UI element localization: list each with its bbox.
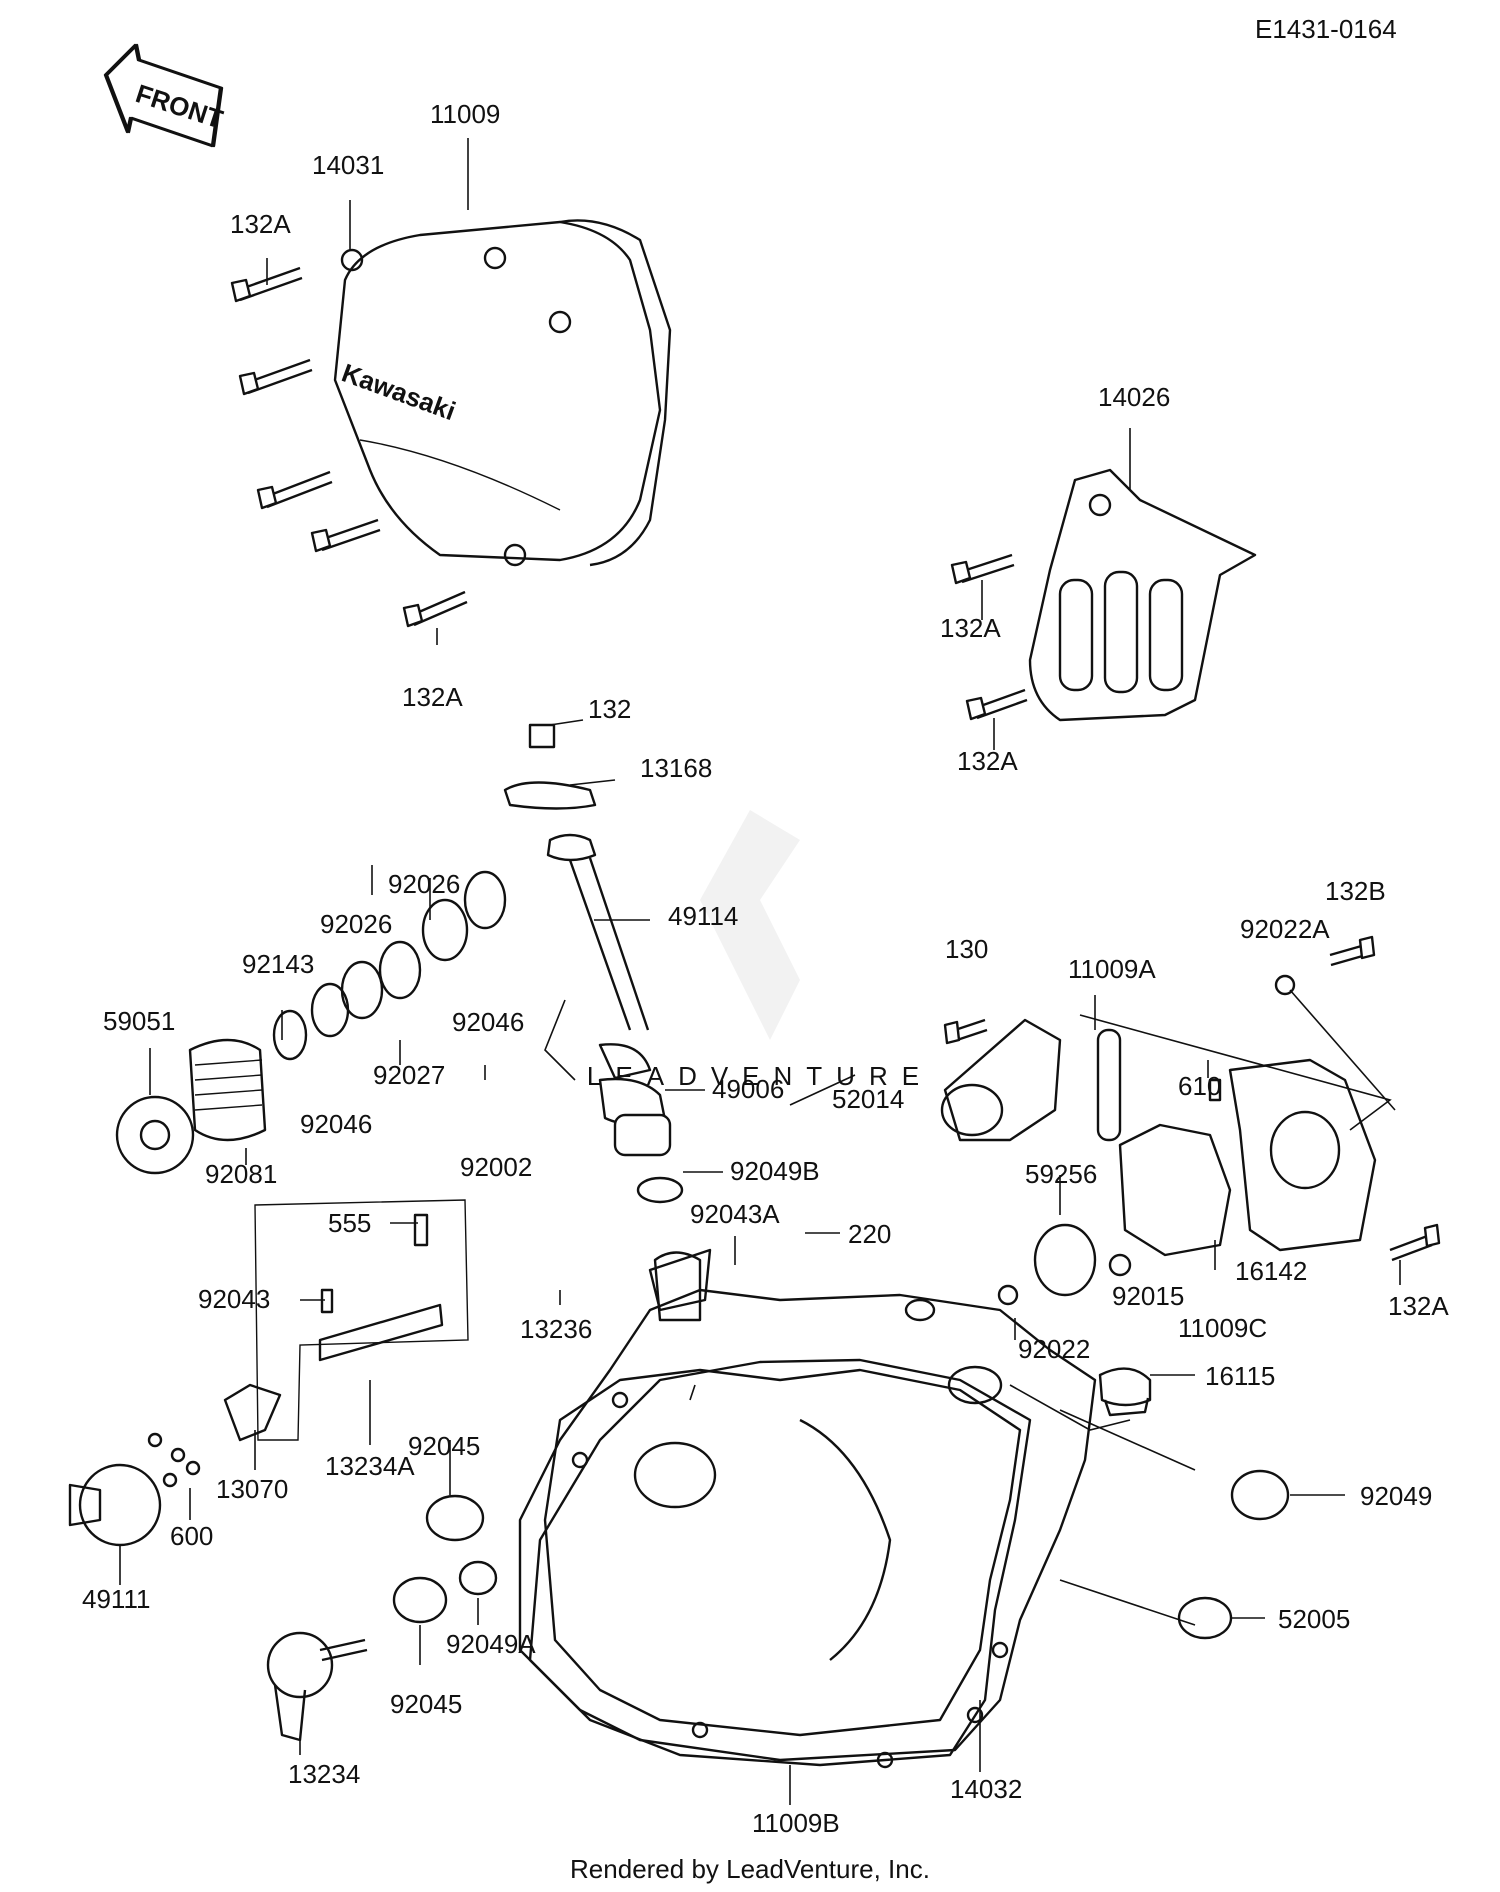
label-92049: 92049 <box>1360 1481 1432 1511</box>
sprocket-cover-14026 <box>950 468 1257 722</box>
footer-credit: Rendered by LeadVenture, Inc. <box>570 1854 930 1884</box>
part-labels: 11009 14031 132A 132A 14026 132A 132A 13… <box>82 99 1449 1838</box>
label-52005: 52005 <box>1278 1604 1350 1634</box>
label-14031: 14031 <box>312 150 384 180</box>
kick-shaft-assembly <box>503 723 712 1312</box>
crankcase-right-14032 <box>518 1288 1097 1769</box>
label-92046-1: 92046 <box>452 1007 524 1037</box>
case-fittings <box>653 1251 1290 1640</box>
label-92049B: 92049B <box>730 1156 820 1186</box>
label-11009B: 11009B <box>752 1808 840 1838</box>
bolt-group-132A-left <box>230 266 468 628</box>
label-92045-2: 92045 <box>390 1689 462 1719</box>
ratchet-parts-left <box>115 870 507 1175</box>
label-92026-2: 92026 <box>320 909 392 939</box>
label-610: 610 <box>1178 1071 1221 1101</box>
label-59051: 59051 <box>103 1006 175 1036</box>
diagram-code: E1431-0164 <box>1255 14 1397 44</box>
label-132A-2: 132A <box>402 682 463 712</box>
leader-lines <box>119 138 1401 1805</box>
brand-text: Kawasaki <box>338 357 460 426</box>
front-arrow-icon: FRONT <box>103 43 227 148</box>
label-13234A: 13234A <box>325 1451 415 1481</box>
label-49111: 49111 <box>82 1584 150 1614</box>
label-49006: 49006 <box>712 1074 784 1104</box>
clutch-cover-14031: Kawasaki <box>333 219 672 567</box>
label-132A-4: 132A <box>957 746 1018 776</box>
label-52014: 52014 <box>832 1084 904 1114</box>
label-132A-1: 132A <box>230 209 291 239</box>
label-11009: 11009 <box>430 99 500 129</box>
label-130: 130 <box>945 934 988 964</box>
label-11009C: 11009C <box>1178 1313 1267 1343</box>
label-92143: 92143 <box>242 949 314 979</box>
label-92043: 92043 <box>198 1284 270 1314</box>
starter-parts-lower-left <box>68 1432 498 1742</box>
label-92046-2: 92046 <box>300 1109 372 1139</box>
label-555: 555 <box>328 1208 371 1238</box>
label-600: 600 <box>170 1521 213 1551</box>
label-92026-1: 92026 <box>388 869 460 899</box>
label-92045-1: 92045 <box>408 1431 480 1461</box>
label-59256: 59256 <box>1025 1159 1097 1189</box>
label-13236: 13236 <box>520 1314 592 1344</box>
label-49114: 49114 <box>668 901 738 931</box>
label-92027: 92027 <box>373 1060 445 1090</box>
label-14032: 14032 <box>950 1774 1022 1804</box>
label-11009A: 11009A <box>1068 954 1156 984</box>
gasket-11009B <box>528 1358 1032 1767</box>
label-16142: 16142 <box>1235 1256 1307 1286</box>
label-132A-3: 132A <box>940 613 1001 643</box>
water-pump-group <box>940 935 1441 1306</box>
label-92043A: 92043A <box>690 1199 780 1229</box>
label-16115: 16115 <box>1205 1361 1275 1391</box>
label-132B: 132B <box>1325 876 1386 906</box>
label-92015: 92015 <box>1112 1281 1184 1311</box>
label-92002: 92002 <box>460 1152 532 1182</box>
label-92022A: 92022A <box>1240 914 1330 944</box>
label-14026: 14026 <box>1098 382 1170 412</box>
label-132: 132 <box>588 694 631 724</box>
label-13168: 13168 <box>640 753 712 783</box>
label-92022: 92022 <box>1018 1334 1090 1364</box>
label-92081: 92081 <box>205 1159 277 1189</box>
label-220: 220 <box>848 1219 891 1249</box>
label-92049A: 92049A <box>446 1629 536 1659</box>
label-13234: 13234 <box>288 1759 360 1789</box>
label-13070: 13070 <box>216 1474 288 1504</box>
watermark: LEADVENTURE <box>587 810 919 1091</box>
label-132A-5: 132A <box>1388 1291 1449 1321</box>
